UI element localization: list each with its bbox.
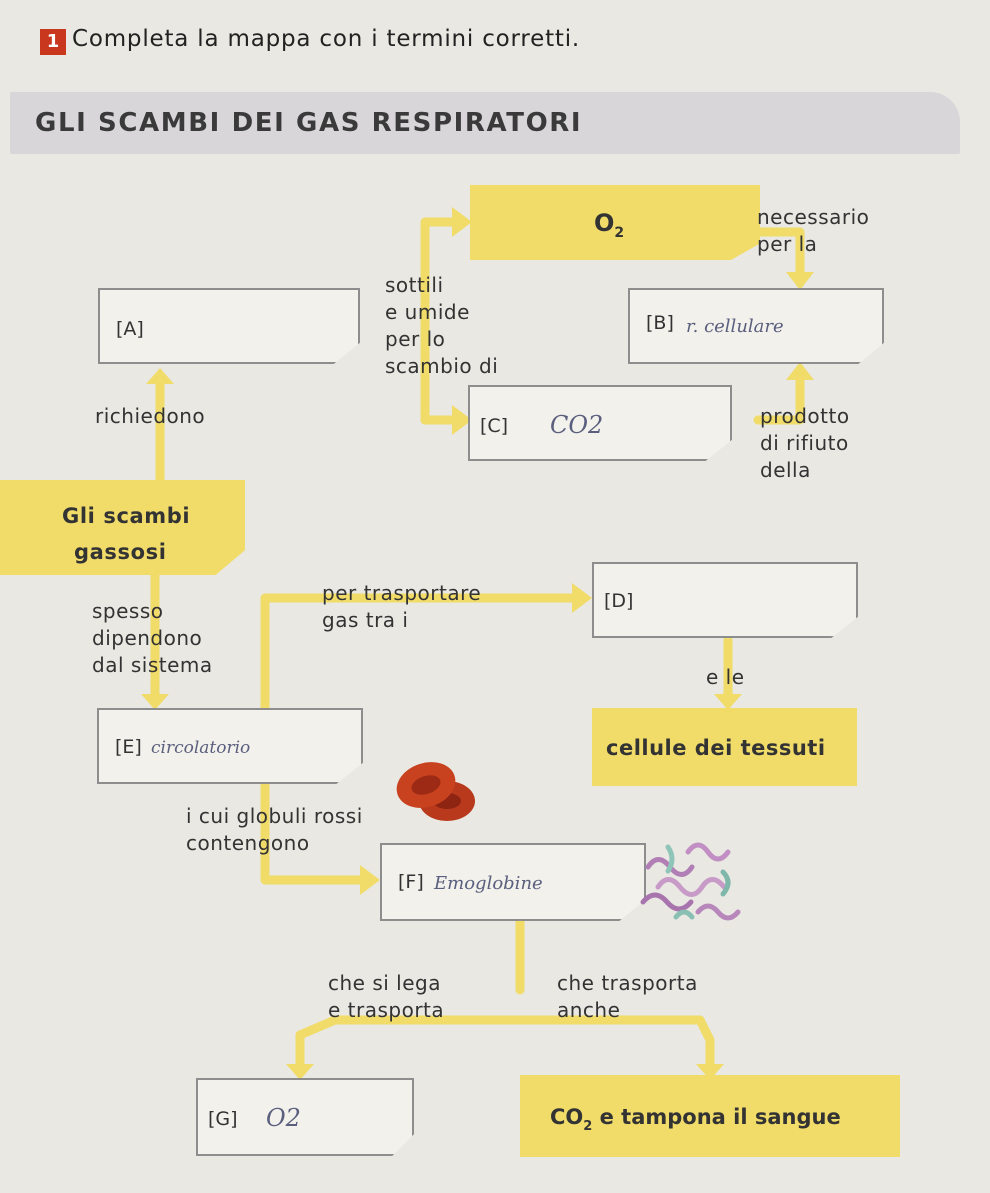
o2-box: O2 (470, 185, 760, 260)
exercise-number-badge: 1 (40, 29, 66, 55)
connector-trasportare: per trasportare gas tra i (322, 581, 482, 632)
box-g-answer: O2 (266, 1104, 301, 1132)
page-title: GLI SCAMBI DEI GAS RESPIRATORI (35, 108, 583, 138)
box-a[interactable]: [A] (98, 288, 360, 364)
connector-spesso: spesso dipendono dal sistema (92, 599, 213, 677)
gli-scambi-box: Gli scambi gassosi (0, 480, 245, 575)
connector-sottili: sottili e umide per lo scambio di (385, 273, 499, 378)
connector-prodotto: prodotto di rifiuto della (760, 404, 850, 482)
cellule-text: cellule dei tessuti (606, 736, 826, 760)
hemoglobin-molecule-image (640, 842, 741, 921)
box-e[interactable]: [E] circolatorio (97, 708, 363, 784)
co2-text: CO (550, 1105, 584, 1129)
co2-box: CO2 e tampona il sangue (520, 1075, 900, 1157)
box-c[interactable]: [C] CO2 (468, 385, 732, 461)
connector-globuli: i cui globuli rossi contengono (186, 804, 363, 855)
exercise-number: 1 (46, 31, 60, 52)
connector-necessario: necessario per la (757, 205, 870, 256)
red-blood-cells-image (396, 762, 475, 821)
gli-scambi-line1: Gli scambi (62, 504, 191, 528)
gli-scambi-line2: gassosi (74, 540, 167, 564)
box-c-label: [C] (480, 415, 509, 437)
box-e-answer: circolatorio (151, 738, 251, 758)
co2-rest-text: e tampona il sangue (592, 1105, 841, 1129)
connector-richiedono: richiedono (95, 404, 206, 428)
title-band (10, 92, 960, 154)
box-c-answer: CO2 (550, 411, 604, 439)
box-f-label: [F] (398, 871, 424, 893)
co2-subscript: 2 (583, 1119, 593, 1134)
box-f-answer: Emoglobine (434, 873, 543, 894)
cellule-box: cellule dei tessuti (592, 708, 857, 786)
box-d[interactable]: [D] (592, 562, 858, 638)
box-e-label: [E] (115, 736, 142, 758)
box-b-label: [B] (646, 312, 674, 334)
exercise-instruction: Completa la mappa con i termini corretti… (72, 26, 581, 52)
o2-text: O (594, 209, 615, 237)
box-b[interactable]: [B] r. cellulare (628, 288, 884, 364)
box-b-answer: r. cellulare (686, 316, 784, 337)
box-d-label: [D] (604, 590, 634, 612)
box-g[interactable]: [G] O2 (196, 1078, 414, 1156)
box-g-label: [G] (208, 1108, 238, 1130)
box-a-label: [A] (116, 318, 144, 340)
o2-subscript: 2 (614, 225, 625, 241)
connector-lega: che si lega e trasporta (328, 971, 445, 1022)
box-f[interactable]: [F] Emoglobine (380, 843, 646, 921)
connector-ele: e le (706, 665, 745, 689)
connector-trasporta: che trasporta anche (557, 971, 698, 1022)
